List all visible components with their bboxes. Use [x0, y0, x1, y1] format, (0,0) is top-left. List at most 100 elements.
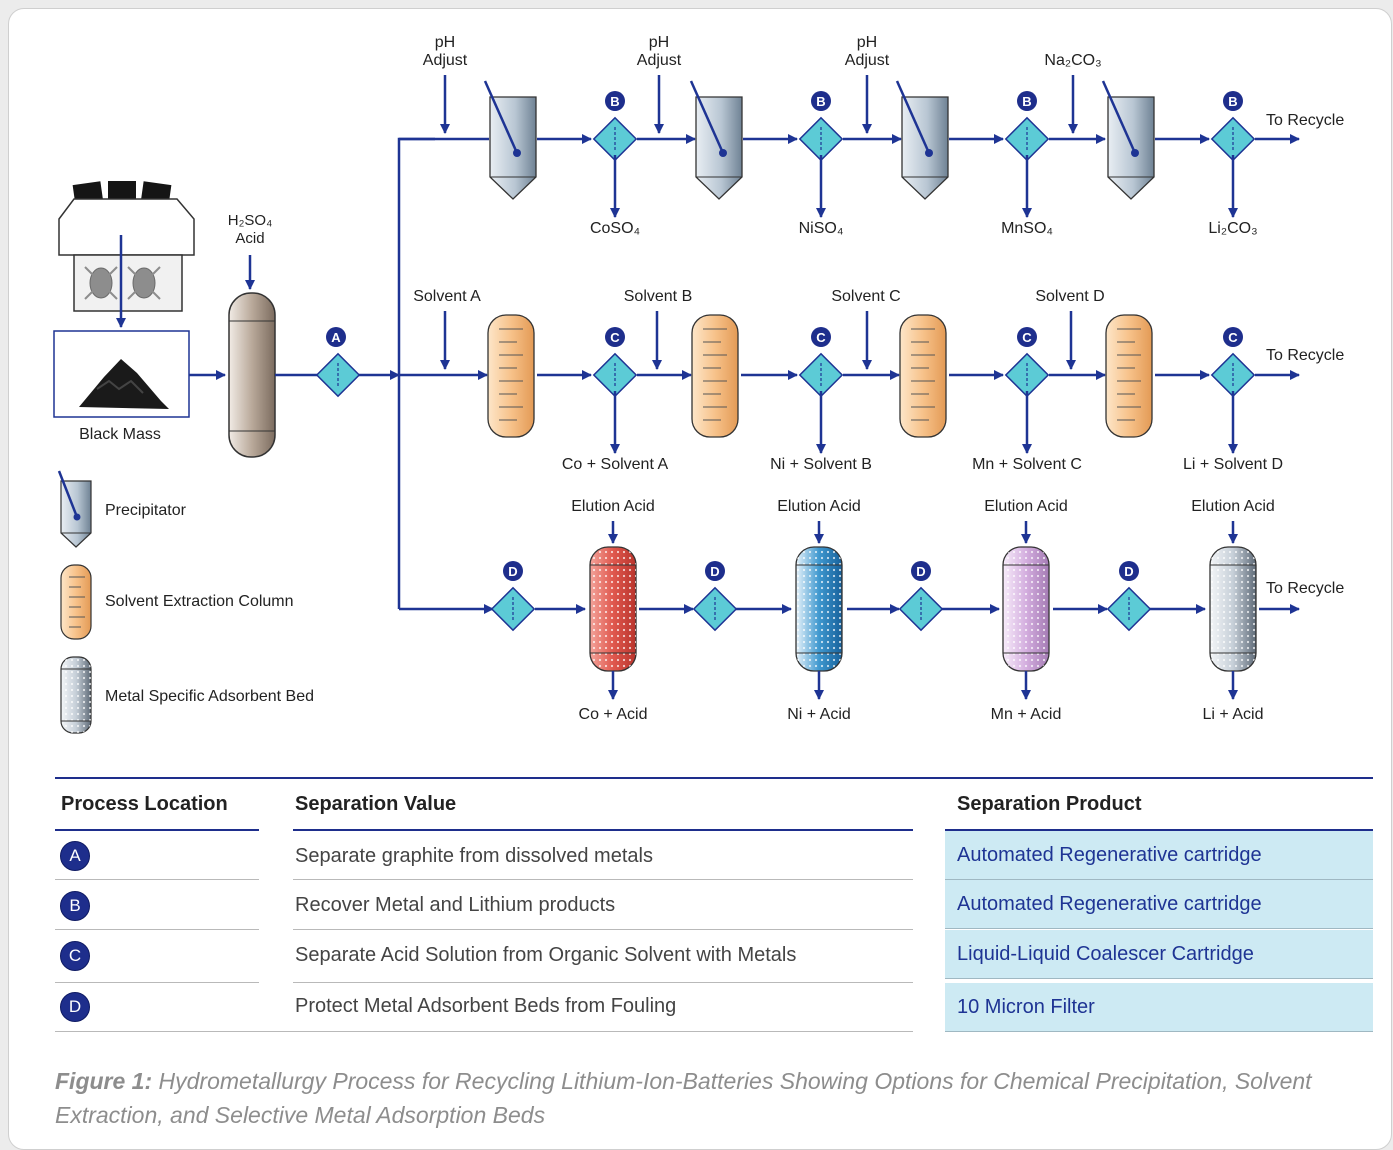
h2so4-label: H₂SO₄: [228, 212, 272, 229]
filter-b-3: B: [1004, 91, 1050, 162]
solvent-extraction-row: Solvent A Solvent B Solvent C Solvent D …: [413, 288, 1344, 380]
to-recycle-1: To Recycle: [1266, 112, 1344, 129]
svg-text:B: B: [1228, 94, 1237, 109]
precipitator-3: [895, 80, 949, 200]
filter-d-3-badge: [911, 561, 931, 581]
solvent-column-1: [487, 314, 535, 438]
svg-text:Elution Acid: Elution Acid: [984, 498, 1068, 515]
svg-text:Elution Acid: Elution Acid: [571, 498, 655, 515]
separation-product-d: 10 Micron Filter: [945, 983, 1373, 1032]
black-mass-box: [53, 330, 190, 418]
adsorbent-bed-3: [1002, 546, 1050, 672]
adsorption-output-1: Co + Acid: [579, 706, 648, 723]
solvent-column-3: [899, 314, 947, 438]
svg-text:pH: pH: [435, 34, 455, 51]
filter-b-1: B: [592, 91, 638, 162]
caption-label: Figure 1:: [55, 1068, 153, 1094]
header-separation-product: Separation Product: [957, 793, 1142, 815]
solvent-output-2: Ni + Solvent B: [770, 456, 872, 473]
svg-text:Solvent C: Solvent C: [831, 288, 900, 305]
filter-b-1-badge: [605, 91, 625, 111]
legend-precipitator: Precipitator: [105, 502, 187, 519]
black-mass-label: Black Mass: [79, 426, 161, 443]
svg-text:D: D: [508, 564, 517, 579]
filter-c-2: C: [798, 327, 844, 398]
legend-adsorbent-bed: Metal Specific Adsorbent Bed: [105, 688, 314, 705]
adsorption-output-3: Mn + Acid: [991, 706, 1062, 723]
filter-b-2-badge: [811, 91, 831, 111]
filter-d-3: D: [898, 561, 944, 632]
header-process-location: Process Location: [61, 793, 228, 815]
filter-d-2: D: [692, 561, 738, 632]
adsorbent-bed-2: [795, 546, 843, 672]
location-badge-d: D: [60, 992, 90, 1022]
svg-text:Elution Acid: Elution Acid: [1191, 498, 1275, 515]
filter-b-3-badge: [1017, 91, 1037, 111]
separation-value-b: Recover Metal and Lithium products: [295, 894, 616, 916]
figure-caption: Figure 1: Hydrometallurgy Process for Re…: [55, 1064, 1355, 1132]
filter-c-3: C: [1004, 327, 1050, 398]
precipitator-2: [689, 80, 743, 200]
svg-text:C: C: [1228, 330, 1238, 345]
shredder: [58, 181, 195, 312]
precipitation-row: pH Adjust pH Adjust pH Adjust Na₂CO₃: [399, 34, 1344, 144]
separation-value-c: Separate Acid Solution from Organic Solv…: [295, 944, 797, 966]
adsorbent-bed-4: [1209, 546, 1257, 672]
precipitation-output-2: NiSO₄: [799, 220, 844, 237]
precipitator-icon: [57, 470, 92, 548]
svg-text:Solvent D: Solvent D: [1035, 288, 1104, 305]
svg-text:A: A: [331, 330, 341, 345]
filter-d-4: D: [1106, 561, 1152, 632]
svg-text:Adjust: Adjust: [845, 52, 890, 69]
caption-text: Hydrometallurgy Process for Recycling Li…: [55, 1068, 1312, 1128]
legend-solvent-column: Solvent Extraction Column: [105, 593, 294, 610]
filter-c-1-badge: [605, 327, 625, 347]
location-badge-a: A: [60, 841, 90, 871]
separation-value-d: Protect Metal Adsorbent Beds from Foulin…: [295, 995, 677, 1017]
filter-c-1: C: [592, 327, 638, 398]
filter-c-4: C: [1210, 327, 1256, 398]
precipitation-output-4: Li₂CO₃: [1208, 220, 1257, 237]
separation-product-c: Liquid-Liquid Coalescer Cartridge: [945, 930, 1373, 979]
svg-text:Adjust: Adjust: [637, 52, 682, 69]
svg-text:B: B: [816, 94, 825, 109]
filter-d-1-badge: [503, 561, 523, 581]
solvent-output-3: Mn + Solvent C: [972, 456, 1082, 473]
precipitator-4: [1101, 80, 1155, 200]
solvent-output-1: Co + Solvent A: [562, 456, 669, 473]
filter-d-4-badge: [1119, 561, 1139, 581]
separation-product-b: Automated Regenerative cartridge: [945, 880, 1373, 929]
solvent-output-4: Li + Solvent D: [1183, 456, 1283, 473]
svg-text:B: B: [610, 94, 619, 109]
adsorbent-row: Elution Acid Elution Acid Elution Acid E…: [535, 498, 1344, 614]
svg-text:C: C: [816, 330, 826, 345]
filter-b-4-badge: [1223, 91, 1243, 111]
svg-text:pH: pH: [649, 34, 669, 51]
solvent-column-icon: [60, 564, 92, 640]
to-recycle-2: To Recycle: [1266, 347, 1344, 364]
precipitation-output-1: CoSO₄: [590, 220, 640, 237]
svg-text:Solvent A: Solvent A: [413, 288, 481, 305]
location-badge-b: B: [60, 891, 90, 921]
svg-text:Solvent B: Solvent B: [624, 288, 692, 305]
svg-text:C: C: [610, 330, 620, 345]
filter-d-1: D: [490, 561, 536, 632]
separation-product-a: Automated Regenerative cartridge: [945, 831, 1373, 880]
separation-value-a: Separate graphite from dissolved metals: [295, 845, 653, 867]
svg-text:Elution Acid: Elution Acid: [777, 498, 861, 515]
precipitator-1: [483, 80, 537, 200]
filter-c-3-badge: [1017, 327, 1037, 347]
filter-a: A: [315, 327, 361, 398]
table-top-rule: [55, 777, 1373, 779]
svg-text:Adjust: Adjust: [423, 52, 468, 69]
process-table: Process Location Separation Value Separa…: [55, 777, 1373, 1033]
adsorbent-bed-1: [589, 546, 637, 672]
adsorption-output-2: Ni + Acid: [787, 706, 851, 723]
process-diagram: Black Mass H₂SO₄ Acid A pH: [53, 34, 1344, 734]
svg-text:C: C: [1022, 330, 1032, 345]
leach-vessel: [228, 292, 276, 458]
figure-frame: Black Mass H₂SO₄ Acid A pH: [8, 8, 1392, 1150]
solvent-column-2: [691, 314, 739, 438]
to-recycle-3: To Recycle: [1266, 580, 1344, 597]
svg-text:B: B: [1022, 94, 1031, 109]
